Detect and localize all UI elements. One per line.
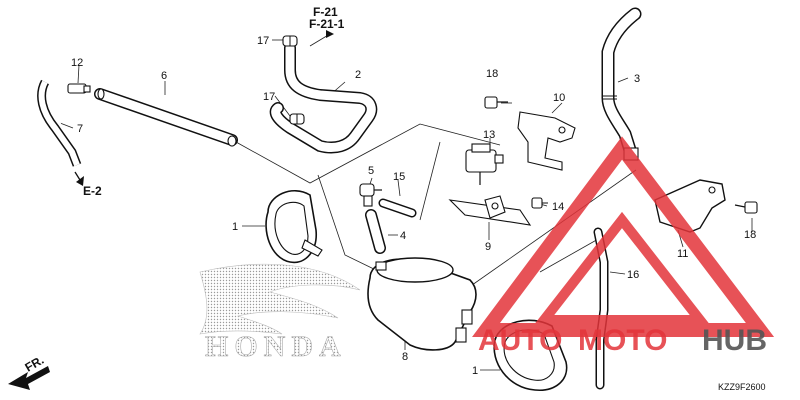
watermark-triangle <box>472 136 775 337</box>
bracket-9 <box>448 195 532 226</box>
callout-18-lower: 18 <box>744 229 756 241</box>
honda-wing-logo: HONDA <box>199 263 361 363</box>
hose-6 <box>94 88 238 147</box>
callout-5: 5 <box>368 165 374 177</box>
clamp-17-upper <box>282 35 298 47</box>
band-1-left <box>265 189 323 264</box>
clamp-17-lower <box>289 113 305 125</box>
callout-1-left: 1 <box>232 221 238 233</box>
valve-13 <box>465 143 504 185</box>
callout-13: 13 <box>483 129 495 141</box>
callout-17-lower: 17 <box>263 91 275 103</box>
callout-18-upper: 18 <box>486 68 498 80</box>
ref-f211: F-21-1 <box>309 17 345 31</box>
callout-17-upper: 17 <box>257 35 269 47</box>
watermark-moto: MOTO <box>578 324 667 357</box>
ref-e2: E-2 <box>83 184 102 198</box>
joint-12 <box>67 83 91 94</box>
hose-4 <box>365 209 386 254</box>
front-arrow-icon: FR. <box>8 353 50 390</box>
callout-10: 10 <box>553 92 565 104</box>
tube-15 <box>378 198 417 218</box>
callout-4: 4 <box>400 230 406 242</box>
watermark-auto: AUTO <box>478 324 562 357</box>
bracket-10 <box>517 111 576 171</box>
fitting-5 <box>359 183 382 207</box>
diagram-code: KZZ9F2600 <box>718 382 766 392</box>
callout-14: 14 <box>552 201 564 213</box>
callout-1-right: 1 <box>472 365 478 377</box>
bolt-18-lower <box>734 201 758 214</box>
callout-6: 6 <box>161 70 167 82</box>
callout-8: 8 <box>402 351 408 363</box>
callout-3: 3 <box>634 73 640 85</box>
watermark-hub: HUB <box>702 324 767 357</box>
callout-9: 9 <box>485 241 491 253</box>
callout-16: 16 <box>627 269 639 281</box>
canister-8 <box>367 257 477 351</box>
callout-7: 7 <box>77 123 83 135</box>
watermark-logo: AUTO MOTO HUB <box>478 324 767 357</box>
bolt-14 <box>531 197 548 209</box>
leader-lines <box>59 33 753 371</box>
callout-12: 12 <box>71 57 83 69</box>
honda-wordmark: HONDA <box>205 330 347 363</box>
callout-2: 2 <box>355 69 361 81</box>
ref-f21: F-21 <box>313 5 338 19</box>
hose-3 <box>601 7 642 161</box>
hose-2 <box>269 42 378 154</box>
hose-7 <box>37 79 84 186</box>
callout-15: 15 <box>393 171 405 183</box>
callout-11: 11 <box>677 248 688 260</box>
bolt-18-upper <box>484 96 508 109</box>
